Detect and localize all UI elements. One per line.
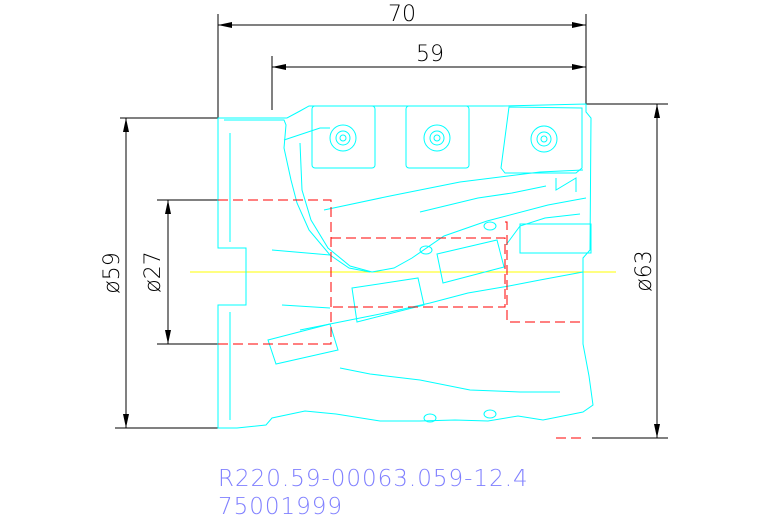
overall-length-label: 70 [388, 2, 416, 27]
dimension-cutting-diameter: ø63 [586, 103, 668, 439]
inner-inserts [267, 221, 592, 423]
hidden-lines [218, 199, 583, 439]
dimension-cutting-length: 59 [271, 42, 586, 110]
cutting-length-label: 59 [416, 42, 444, 67]
dimension-overall-length: 70 [120, 2, 587, 119]
hub-diameter-label: ø27 [141, 251, 166, 292]
dimension-bore-diameter: ø59 [100, 118, 218, 429]
insert-pocket-1 [311, 105, 376, 169]
cutter-body-outline [217, 103, 594, 429]
bore-diameter-label: ø59 [100, 252, 125, 293]
part-number-caption: R220.59-00063.059-12.4 [218, 466, 529, 492]
insert-pocket-3 [500, 106, 583, 174]
insert-pocket-2 [405, 105, 470, 169]
dimension-hub-diameter: ø27 [141, 199, 222, 345]
torx-screw-icon [329, 124, 357, 152]
cutting-diameter-label: ø63 [632, 250, 657, 291]
part-id-caption: 75001999 [218, 494, 344, 520]
torx-screw-icon [423, 124, 451, 152]
torx-screw-icon [530, 125, 558, 153]
